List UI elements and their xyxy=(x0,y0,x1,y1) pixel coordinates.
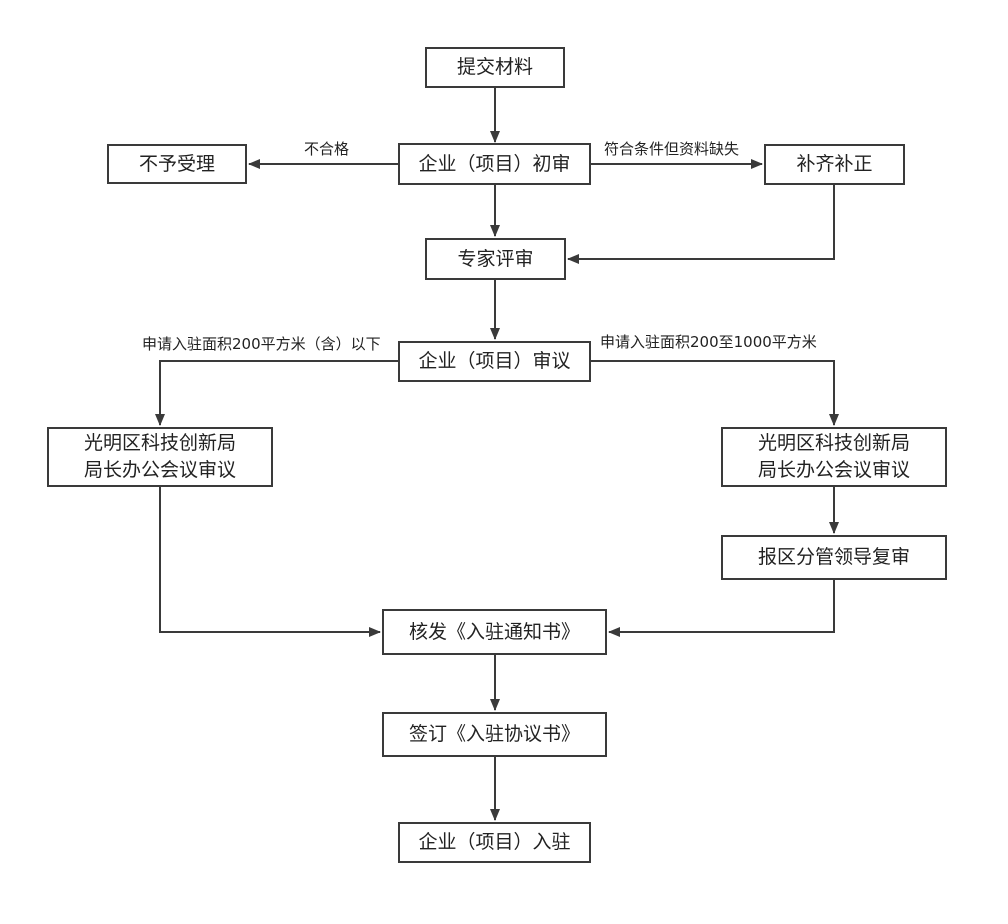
arrow-supplement-to-expert-review xyxy=(567,185,835,264)
node-submit-materials: 提交材料 xyxy=(425,47,565,88)
edge-label-unqualified: 不合格 xyxy=(304,140,350,158)
node-rejected: 不予受理 xyxy=(107,144,247,184)
edge-label-area-small: 申请入驻面积200平方米（含）以下 xyxy=(142,335,381,353)
node-enterprise-review: 企业（项目）审议 xyxy=(398,341,591,382)
node-expert-review: 专家评审 xyxy=(425,238,566,280)
node-initial-review: 企业（项目）初审 xyxy=(398,143,591,185)
arrow-enterprise-review-to-right-meeting xyxy=(591,360,839,426)
node-supplement: 补齐补正 xyxy=(764,144,905,185)
arrow-leader-review-to-issue-notice xyxy=(608,580,835,637)
node-move-in: 企业（项目）入驻 xyxy=(398,822,591,863)
arrow-enterprise-review-to-left-meeting xyxy=(155,360,398,426)
edge-label-area-large: 申请入驻面积200至1000平方米 xyxy=(600,333,817,351)
node-bureau-meeting-left: 光明区科技创新局 局长办公会议审议 xyxy=(47,427,273,487)
node-issue-notice: 核发《入驻通知书》 xyxy=(382,609,607,655)
node-district-leader-review: 报区分管领导复审 xyxy=(721,535,947,580)
node-sign-agreement: 签订《入驻协议书》 xyxy=(382,712,607,757)
arrow-left-meeting-to-issue-notice xyxy=(159,487,381,637)
edge-label-missing-docs: 符合条件但资料缺失 xyxy=(604,140,740,158)
node-bureau-meeting-right: 光明区科技创新局 局长办公会议审议 xyxy=(721,427,947,487)
